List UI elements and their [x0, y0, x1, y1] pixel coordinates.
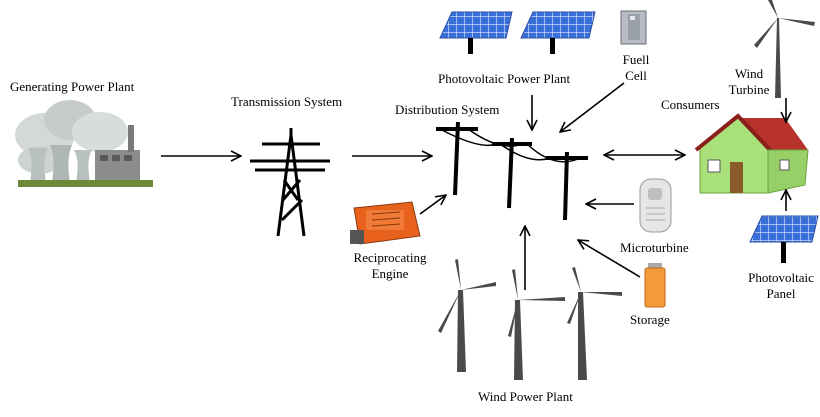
flow-arrows — [161, 82, 786, 290]
label-pv-panel-line2: Panel — [766, 286, 796, 301]
label-generating-power-plant: Generating Power Plant — [10, 79, 135, 94]
label-wind-turbine-line1: Wind — [734, 66, 764, 81]
transmission-tower-icon — [250, 128, 330, 237]
label-transmission-system: Transmission System — [231, 94, 343, 109]
label-distribution-system: Distribution System — [395, 102, 500, 117]
power-plant-icon — [15, 100, 153, 187]
engine-icon — [350, 201, 421, 245]
wind-turbine-icon — [754, 0, 815, 98]
label-recip-line1: Reciprocating — [353, 250, 427, 265]
label-pv-panel-line1: Photovoltaic — [748, 270, 814, 285]
microturbine-icon — [639, 178, 672, 233]
solar-panel-icon — [749, 215, 819, 263]
solar-panel-icon — [439, 11, 596, 54]
label-recip-line2: Engine — [371, 266, 409, 281]
distribution-poles-icon — [436, 121, 588, 221]
label-consumers: Consumers — [661, 97, 720, 112]
label-fuel-cell-line2: Cell — [625, 68, 647, 83]
label-fuel-cell-line1: Fuell — [622, 52, 650, 67]
arrow-storage-to-distribution — [578, 240, 641, 278]
arrow-fuelcell-to-distribution — [560, 82, 625, 132]
label-pv-plant: Photovoltaic Power Plant — [438, 71, 571, 86]
battery-icon — [644, 263, 666, 308]
label-microturbine: Microturbine — [620, 240, 689, 255]
arrow-engine-to-distribution — [419, 195, 446, 215]
label-wind-power-plant: Wind Power Plant — [478, 389, 573, 404]
label-wind-turbine-line2: Turbine — [728, 82, 770, 97]
fuel-cell-icon — [620, 10, 647, 45]
house-icon — [694, 113, 809, 194]
wind-turbine-icon — [438, 259, 622, 380]
label-storage: Storage — [630, 312, 670, 327]
